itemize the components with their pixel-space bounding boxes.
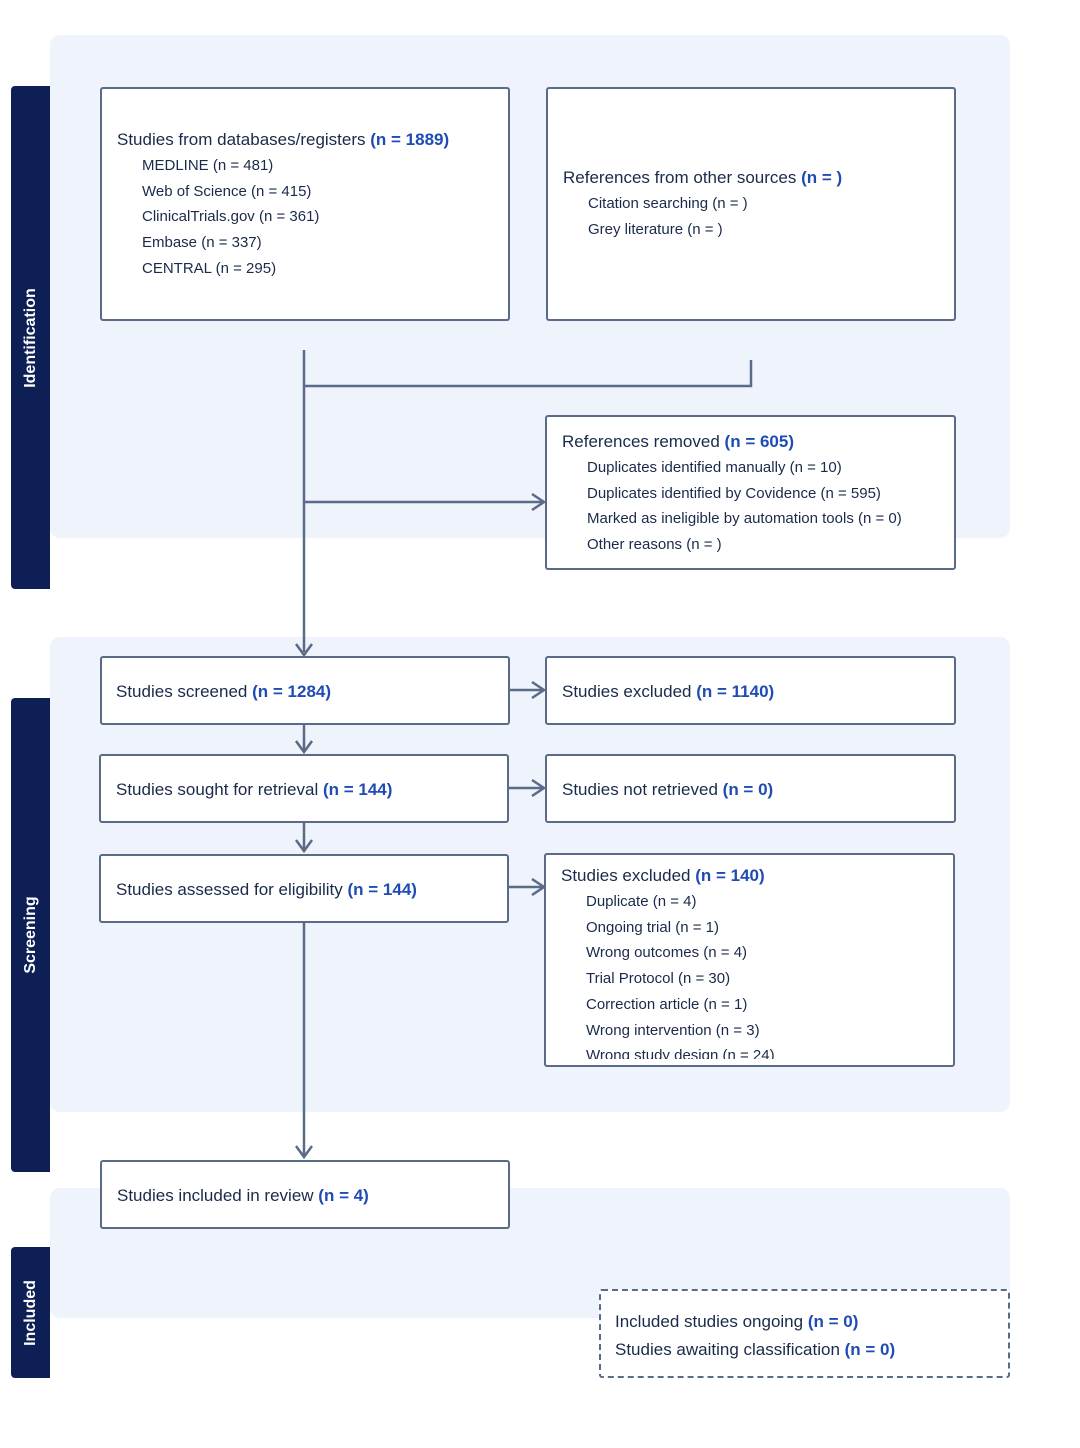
excluded-full-scroll-area[interactable]: Studies excluded (n = 140) Duplicate (n … (561, 863, 953, 1059)
screening-phase-bar: Screening (11, 698, 50, 1172)
not-retrieved-arrowhead (531, 778, 547, 798)
ongoing-awaiting-box: Included studies ongoing (n = 0) Studies… (599, 1289, 1010, 1378)
screened-arrowhead (294, 643, 314, 658)
awaiting-text: Studies awaiting classification (n = 0) (615, 1340, 896, 1359)
removed-item-manual: Duplicates identified manually (n = 10) (587, 459, 842, 476)
databases-box: Studies from databases/registers (n = 18… (100, 87, 510, 321)
included-phase-bar: Included (11, 1247, 50, 1378)
references-removed-box: References removed (n = 605) Duplicates … (545, 415, 956, 570)
databases-item-embase: Embase (n = 337) (142, 234, 262, 252)
removed-item-covidence: Duplicates identified by Covidence (n = … (587, 484, 881, 502)
assessed-arrowhead (294, 839, 314, 854)
assessed-text: Studies assessed for eligibility (n = 14… (116, 880, 417, 899)
sought-box: Studies sought for retrieval (n = 144) (99, 754, 509, 823)
other-sources-item-grey: Grey literature (n = ) (588, 220, 723, 238)
identification-phase-bar: Identification (11, 86, 50, 589)
included-review-box: Studies included in review (n = 4) (100, 1160, 510, 1229)
ongoing-text: Included studies ongoing (n = 0) (615, 1312, 859, 1331)
excluded-item-study-design: Wrong study design (n = 24) (586, 1047, 775, 1059)
removed-heading: References removed (n = 605) (562, 432, 794, 451)
excluded-item-ongoing: Ongoing trial (n = 1) (586, 918, 719, 936)
sought-text: Studies sought for retrieval (n = 144) (116, 780, 393, 799)
excluded-item-protocol: Trial Protocol (n = 30) (586, 970, 731, 988)
databases-item-wos: Web of Science (n = 415) (142, 182, 312, 200)
excluded-item-duplicate: Duplicate (n = 4) (586, 893, 697, 910)
excluded-arrowhead (531, 680, 547, 700)
excluded-item-intervention: Wrong intervention (n = 3) (586, 1021, 760, 1039)
excluded-screen-text: Studies excluded (n = 1140) (562, 682, 775, 701)
sought-arrowhead (294, 740, 314, 755)
excluded-item-outcomes: Wrong outcomes (n = 4) (586, 944, 748, 962)
excluded-full-box: Studies excluded (n = 140) Duplicate (n … (544, 853, 955, 1067)
removed-item-other: Other reasons (n = ) (587, 536, 722, 554)
databases-item-medline: MEDLINE (n = 481) (142, 157, 274, 174)
removed-item-automation: Marked as ineligible by automation tools… (587, 510, 902, 528)
screened-text: Studies screened (n = 1284) (116, 682, 332, 701)
removed-arrowhead (531, 492, 547, 512)
databases-heading: Studies from databases/registers (n = 18… (117, 130, 450, 149)
merge-line (304, 360, 753, 388)
other-sources-heading: References from other sources (n = ) (563, 168, 843, 187)
excluded-item-correction: Correction article (n = 1) (586, 995, 748, 1013)
not-retrieved-text: Studies not retrieved (n = 0) (562, 780, 774, 799)
screened-box: Studies screened (n = 1284) (100, 656, 510, 725)
included-review-text: Studies included in review (n = 4) (117, 1186, 369, 1205)
other-sources-item-citation: Citation searching (n = ) (588, 195, 748, 212)
included-arrowhead (294, 1145, 314, 1160)
not-retrieved-box: Studies not retrieved (n = 0) (545, 754, 956, 823)
excluded-full-heading: Studies excluded (n = 140) (561, 866, 765, 885)
databases-item-central: CENTRAL (n = 295) (142, 259, 277, 277)
other-sources-box: References from other sources (n = ) Cit… (546, 87, 956, 321)
excluded-screen-box: Studies excluded (n = 1140) (545, 656, 956, 725)
assessed-box: Studies assessed for eligibility (n = 14… (99, 854, 509, 923)
databases-item-clinicaltrials: ClinicalTrials.gov (n = 361) (142, 208, 320, 226)
